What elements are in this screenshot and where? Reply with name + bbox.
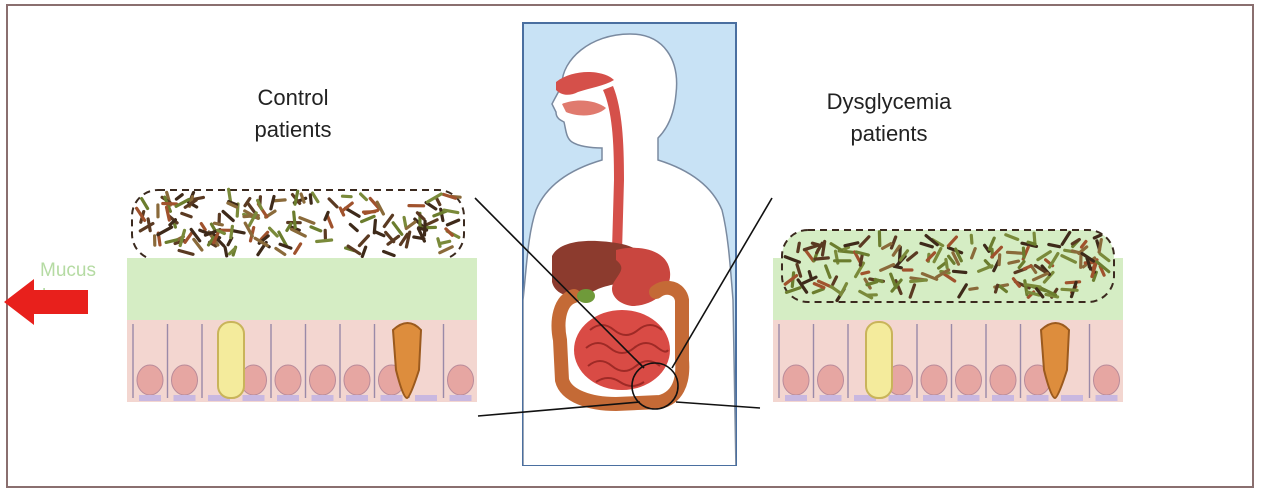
dysglycemia-label-line2: patients	[804, 118, 974, 150]
bacterium	[225, 248, 227, 256]
basement-membrane	[450, 395, 472, 401]
bacterium	[1072, 251, 1080, 253]
bacterium	[214, 223, 222, 225]
basement-membrane	[243, 395, 265, 401]
dysglycemia-label-line1: Dysglycemia	[804, 86, 974, 118]
control-mucus-layer	[127, 258, 477, 320]
bacterium	[798, 243, 800, 251]
cell-nucleus	[344, 365, 370, 395]
basement-membrane	[992, 395, 1014, 401]
dysglycemia-intestine-section	[773, 230, 1123, 402]
bacterium	[343, 196, 352, 197]
cell-nucleus	[137, 365, 163, 395]
cell-nucleus	[818, 365, 844, 395]
basement-membrane	[381, 395, 403, 401]
basement-membrane	[174, 395, 196, 401]
bacterium	[1008, 252, 1024, 253]
basement-membrane	[1027, 395, 1049, 401]
cell-nucleus	[172, 365, 198, 395]
bacterium	[148, 219, 150, 231]
basement-membrane	[958, 395, 980, 401]
cell-nucleus	[275, 365, 301, 395]
basement-membrane	[889, 395, 911, 401]
bacterium	[310, 195, 311, 203]
small-intestine	[574, 310, 670, 390]
cell-nucleus	[310, 365, 336, 395]
basement-membrane	[820, 395, 842, 401]
bacterium	[1009, 261, 1019, 263]
bacterium	[911, 280, 926, 282]
basement-membrane	[415, 395, 437, 401]
cell-nucleus	[956, 365, 982, 395]
basement-membrane	[1096, 395, 1118, 401]
bacterium	[1099, 240, 1101, 252]
bacterium	[1034, 233, 1035, 244]
bacterium	[862, 272, 869, 274]
bacterium	[1028, 242, 1035, 244]
bacterium	[404, 218, 406, 227]
bacterium	[1062, 289, 1077, 290]
cell-nucleus	[1094, 365, 1120, 395]
bacterium	[1049, 245, 1060, 247]
cell-nucleus	[921, 365, 947, 395]
gallbladder	[577, 289, 595, 303]
bacterium	[317, 240, 332, 242]
red-arrow-left-icon	[4, 279, 88, 325]
bacterium	[894, 266, 901, 268]
bacterium	[954, 271, 966, 272]
bacterium	[946, 260, 947, 268]
basement-membrane	[346, 395, 368, 401]
bacterium	[294, 212, 296, 227]
bacterium	[815, 258, 828, 259]
control-label-line1: Control	[218, 82, 368, 114]
control-patients-label: Control patients	[218, 82, 368, 146]
control-label-line2: patients	[218, 114, 368, 146]
cell-nucleus	[783, 365, 809, 395]
cell-nucleus	[990, 365, 1016, 395]
bacterium	[996, 285, 998, 292]
basement-membrane	[312, 395, 334, 401]
bacterium	[163, 204, 177, 205]
basement-membrane	[277, 395, 299, 401]
bacterium	[970, 288, 977, 289]
bacterium	[1025, 285, 1040, 287]
cell-nucleus	[448, 365, 474, 395]
bacterium	[999, 255, 1000, 265]
bacterium	[374, 220, 375, 232]
dysglycemia-patients-label: Dysglycemia patients	[804, 86, 974, 150]
basement-membrane	[139, 395, 161, 401]
basement-membrane	[785, 395, 807, 401]
bacterium	[441, 241, 450, 243]
bacterium	[1023, 248, 1024, 257]
control-goblet-cell	[218, 322, 244, 398]
bacterium	[231, 226, 233, 237]
bacterium	[273, 200, 285, 201]
control-intestine-section	[127, 189, 477, 402]
bacterium	[860, 255, 862, 265]
bacterium	[425, 221, 426, 235]
bacterium	[971, 235, 972, 243]
basement-membrane	[923, 395, 945, 401]
basement-membrane	[1061, 395, 1083, 401]
dysglycemia-goblet-cell	[866, 322, 892, 398]
